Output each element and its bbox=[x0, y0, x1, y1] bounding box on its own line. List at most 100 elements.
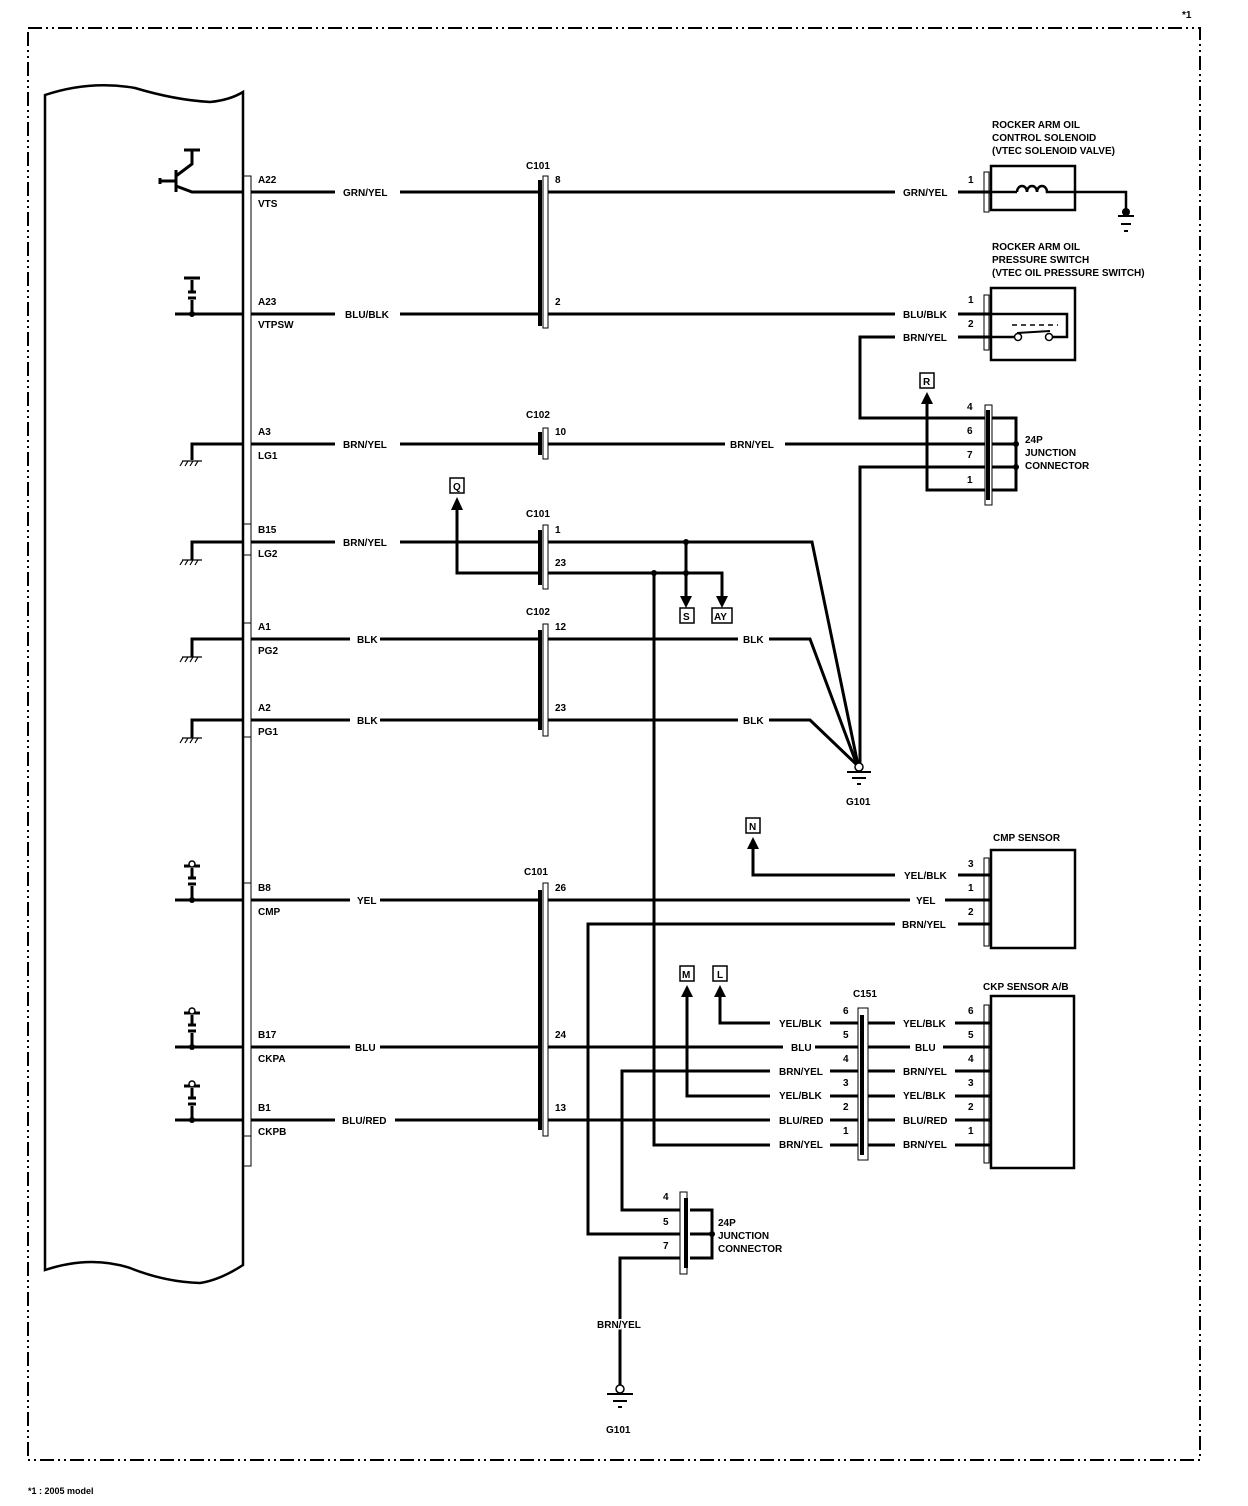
svg-text:PG2: PG2 bbox=[258, 646, 278, 657]
svg-text:CKPB: CKPB bbox=[258, 1127, 286, 1138]
svg-text:A3: A3 bbox=[258, 427, 271, 438]
svg-text:26: 26 bbox=[555, 883, 567, 894]
svg-text:ROCKER ARM OIL: ROCKER ARM OIL bbox=[992, 242, 1080, 253]
svg-text:BRN/YEL: BRN/YEL bbox=[902, 920, 946, 931]
svg-text:L: L bbox=[717, 970, 723, 981]
svg-text:1: 1 bbox=[968, 1126, 974, 1137]
svg-text:3: 3 bbox=[843, 1078, 849, 1089]
pin-a23: A23 bbox=[258, 297, 277, 308]
svg-text:YEL: YEL bbox=[916, 896, 935, 907]
svg-text:23: 23 bbox=[555, 558, 567, 569]
svg-text:C151: C151 bbox=[853, 989, 877, 1000]
row-b8: B8 CMP YEL bbox=[175, 860, 540, 1137]
svg-text:YEL/BLK: YEL/BLK bbox=[779, 1019, 823, 1030]
svg-text:13: 13 bbox=[555, 1103, 567, 1114]
ref-s: S bbox=[679, 607, 695, 624]
svg-text:BLK: BLK bbox=[743, 635, 764, 646]
svg-text:3: 3 bbox=[968, 1078, 974, 1089]
svg-text:Q: Q bbox=[453, 482, 461, 493]
svg-text:BLK: BLK bbox=[357, 716, 378, 727]
svg-text:LG2: LG2 bbox=[258, 549, 278, 560]
svg-text:YEL/BLK: YEL/BLK bbox=[904, 871, 948, 882]
ref-n: N bbox=[745, 817, 761, 834]
svg-text:1: 1 bbox=[555, 525, 561, 536]
svg-text:JUNCTION: JUNCTION bbox=[1025, 448, 1076, 459]
ref-r: R bbox=[919, 372, 935, 389]
svg-text:2: 2 bbox=[843, 1102, 849, 1113]
svg-text:CONNECTOR: CONNECTOR bbox=[1025, 461, 1090, 472]
wire-label: GRN/YEL bbox=[343, 188, 387, 199]
svg-text:BLU/RED: BLU/RED bbox=[903, 1116, 947, 1127]
svg-text:1: 1 bbox=[968, 295, 974, 306]
svg-text:YEL/BLK: YEL/BLK bbox=[903, 1091, 947, 1102]
svg-text:BRN/YEL: BRN/YEL bbox=[903, 1140, 947, 1151]
svg-text:R: R bbox=[923, 377, 931, 388]
svg-text:B8: B8 bbox=[258, 883, 271, 894]
svg-text:BRN/YEL: BRN/YEL bbox=[730, 440, 774, 451]
svg-text:M: M bbox=[682, 970, 690, 981]
ground-g101-lower: G101 bbox=[606, 1384, 633, 1436]
svg-text:G101: G101 bbox=[606, 1425, 631, 1436]
svg-text:24: 24 bbox=[555, 1030, 567, 1041]
svg-text:24P: 24P bbox=[718, 1218, 736, 1229]
svg-text:BRN/YEL: BRN/YEL bbox=[903, 333, 947, 344]
svg-text:2: 2 bbox=[555, 297, 561, 308]
connector-c101-lower: C101 26 24 13 bbox=[524, 867, 910, 1236]
svg-text:3: 3 bbox=[968, 859, 974, 870]
svg-text:7: 7 bbox=[967, 450, 973, 461]
svg-text:ROCKER ARM OIL: ROCKER ARM OIL bbox=[992, 120, 1080, 131]
note-marker: *1 bbox=[1182, 10, 1192, 21]
svg-text:CKPA: CKPA bbox=[258, 1054, 286, 1065]
svg-text:BRN/YEL: BRN/YEL bbox=[903, 1067, 947, 1078]
svg-text:2: 2 bbox=[968, 319, 974, 330]
svg-text:G101: G101 bbox=[846, 797, 871, 808]
row-b15: B15 LG2 BRN/YEL bbox=[179, 497, 540, 575]
svg-text:YEL: YEL bbox=[357, 896, 376, 907]
svg-text:5: 5 bbox=[968, 1030, 974, 1041]
svg-text:8: 8 bbox=[555, 175, 561, 186]
row-b1: B1 CKPB BLU/RED bbox=[175, 1080, 540, 1138]
svg-text:BRN/YEL: BRN/YEL bbox=[343, 538, 387, 549]
row-b17: B17 CKPA BLU bbox=[175, 1007, 540, 1065]
signal-vts: VTS bbox=[258, 199, 278, 210]
svg-text:4: 4 bbox=[968, 1054, 974, 1065]
pin-a22: A22 bbox=[258, 175, 277, 186]
svg-text:BLU: BLU bbox=[791, 1043, 812, 1054]
svg-text:CMP SENSOR: CMP SENSOR bbox=[993, 833, 1061, 844]
svg-text:GRN/YEL: GRN/YEL bbox=[903, 188, 947, 199]
svg-text:CONTROL SOLENOID: CONTROL SOLENOID bbox=[992, 133, 1096, 144]
svg-text:1: 1 bbox=[967, 475, 973, 486]
ecm-body bbox=[43, 84, 245, 1285]
svg-text:(VTEC SOLENOID VALVE): (VTEC SOLENOID VALVE) bbox=[992, 146, 1115, 157]
svg-text:C102: C102 bbox=[526, 607, 550, 618]
svg-text:5: 5 bbox=[663, 1217, 669, 1228]
svg-text:4: 4 bbox=[663, 1192, 669, 1203]
svg-text:YEL/BLK: YEL/BLK bbox=[779, 1091, 823, 1102]
vtec-pressure-switch: ROCKER ARM OIL PRESSURE SWITCH (VTEC OIL… bbox=[858, 242, 1145, 420]
svg-text:YEL/BLK: YEL/BLK bbox=[903, 1019, 947, 1030]
svg-text:BLU/RED: BLU/RED bbox=[342, 1116, 386, 1127]
connector-c102-lower: C102 12 23 BLK BLK bbox=[526, 607, 859, 767]
svg-text:B1: B1 bbox=[258, 1103, 271, 1114]
svg-text:BRN/YEL: BRN/YEL bbox=[597, 1320, 641, 1331]
svg-text:BRN/YEL: BRN/YEL bbox=[779, 1067, 823, 1078]
svg-text:PG1: PG1 bbox=[258, 727, 278, 738]
svg-text:BLU/RED: BLU/RED bbox=[779, 1116, 823, 1127]
svg-text:S: S bbox=[683, 612, 690, 623]
row-a2: A2 PG1 BLK bbox=[179, 703, 540, 744]
svg-text:12: 12 bbox=[555, 622, 567, 633]
wire-label: BLU/BLK bbox=[345, 310, 390, 321]
junction-connector-lower: 4 5 7 24P JUNCTION CONNECTOR BRN/YEL bbox=[596, 1191, 783, 1385]
svg-text:4: 4 bbox=[967, 402, 973, 413]
ground-g101-upper: G101 bbox=[846, 762, 871, 808]
svg-text:24P: 24P bbox=[1025, 435, 1043, 446]
svg-text:BLK: BLK bbox=[357, 635, 378, 646]
svg-text:4: 4 bbox=[843, 1054, 849, 1065]
row-a1: A1 PG2 BLK bbox=[179, 622, 540, 738]
row-a3: A3 LG1 BRN/YEL C102 10 BRN/YEL bbox=[179, 410, 985, 467]
model-variant-frame bbox=[27, 27, 1201, 1461]
svg-text:BLU: BLU bbox=[915, 1043, 936, 1054]
svg-text:(VTEC OIL PRESSURE SWITCH): (VTEC OIL PRESSURE SWITCH) bbox=[992, 268, 1145, 279]
svg-text:6: 6 bbox=[967, 426, 973, 437]
